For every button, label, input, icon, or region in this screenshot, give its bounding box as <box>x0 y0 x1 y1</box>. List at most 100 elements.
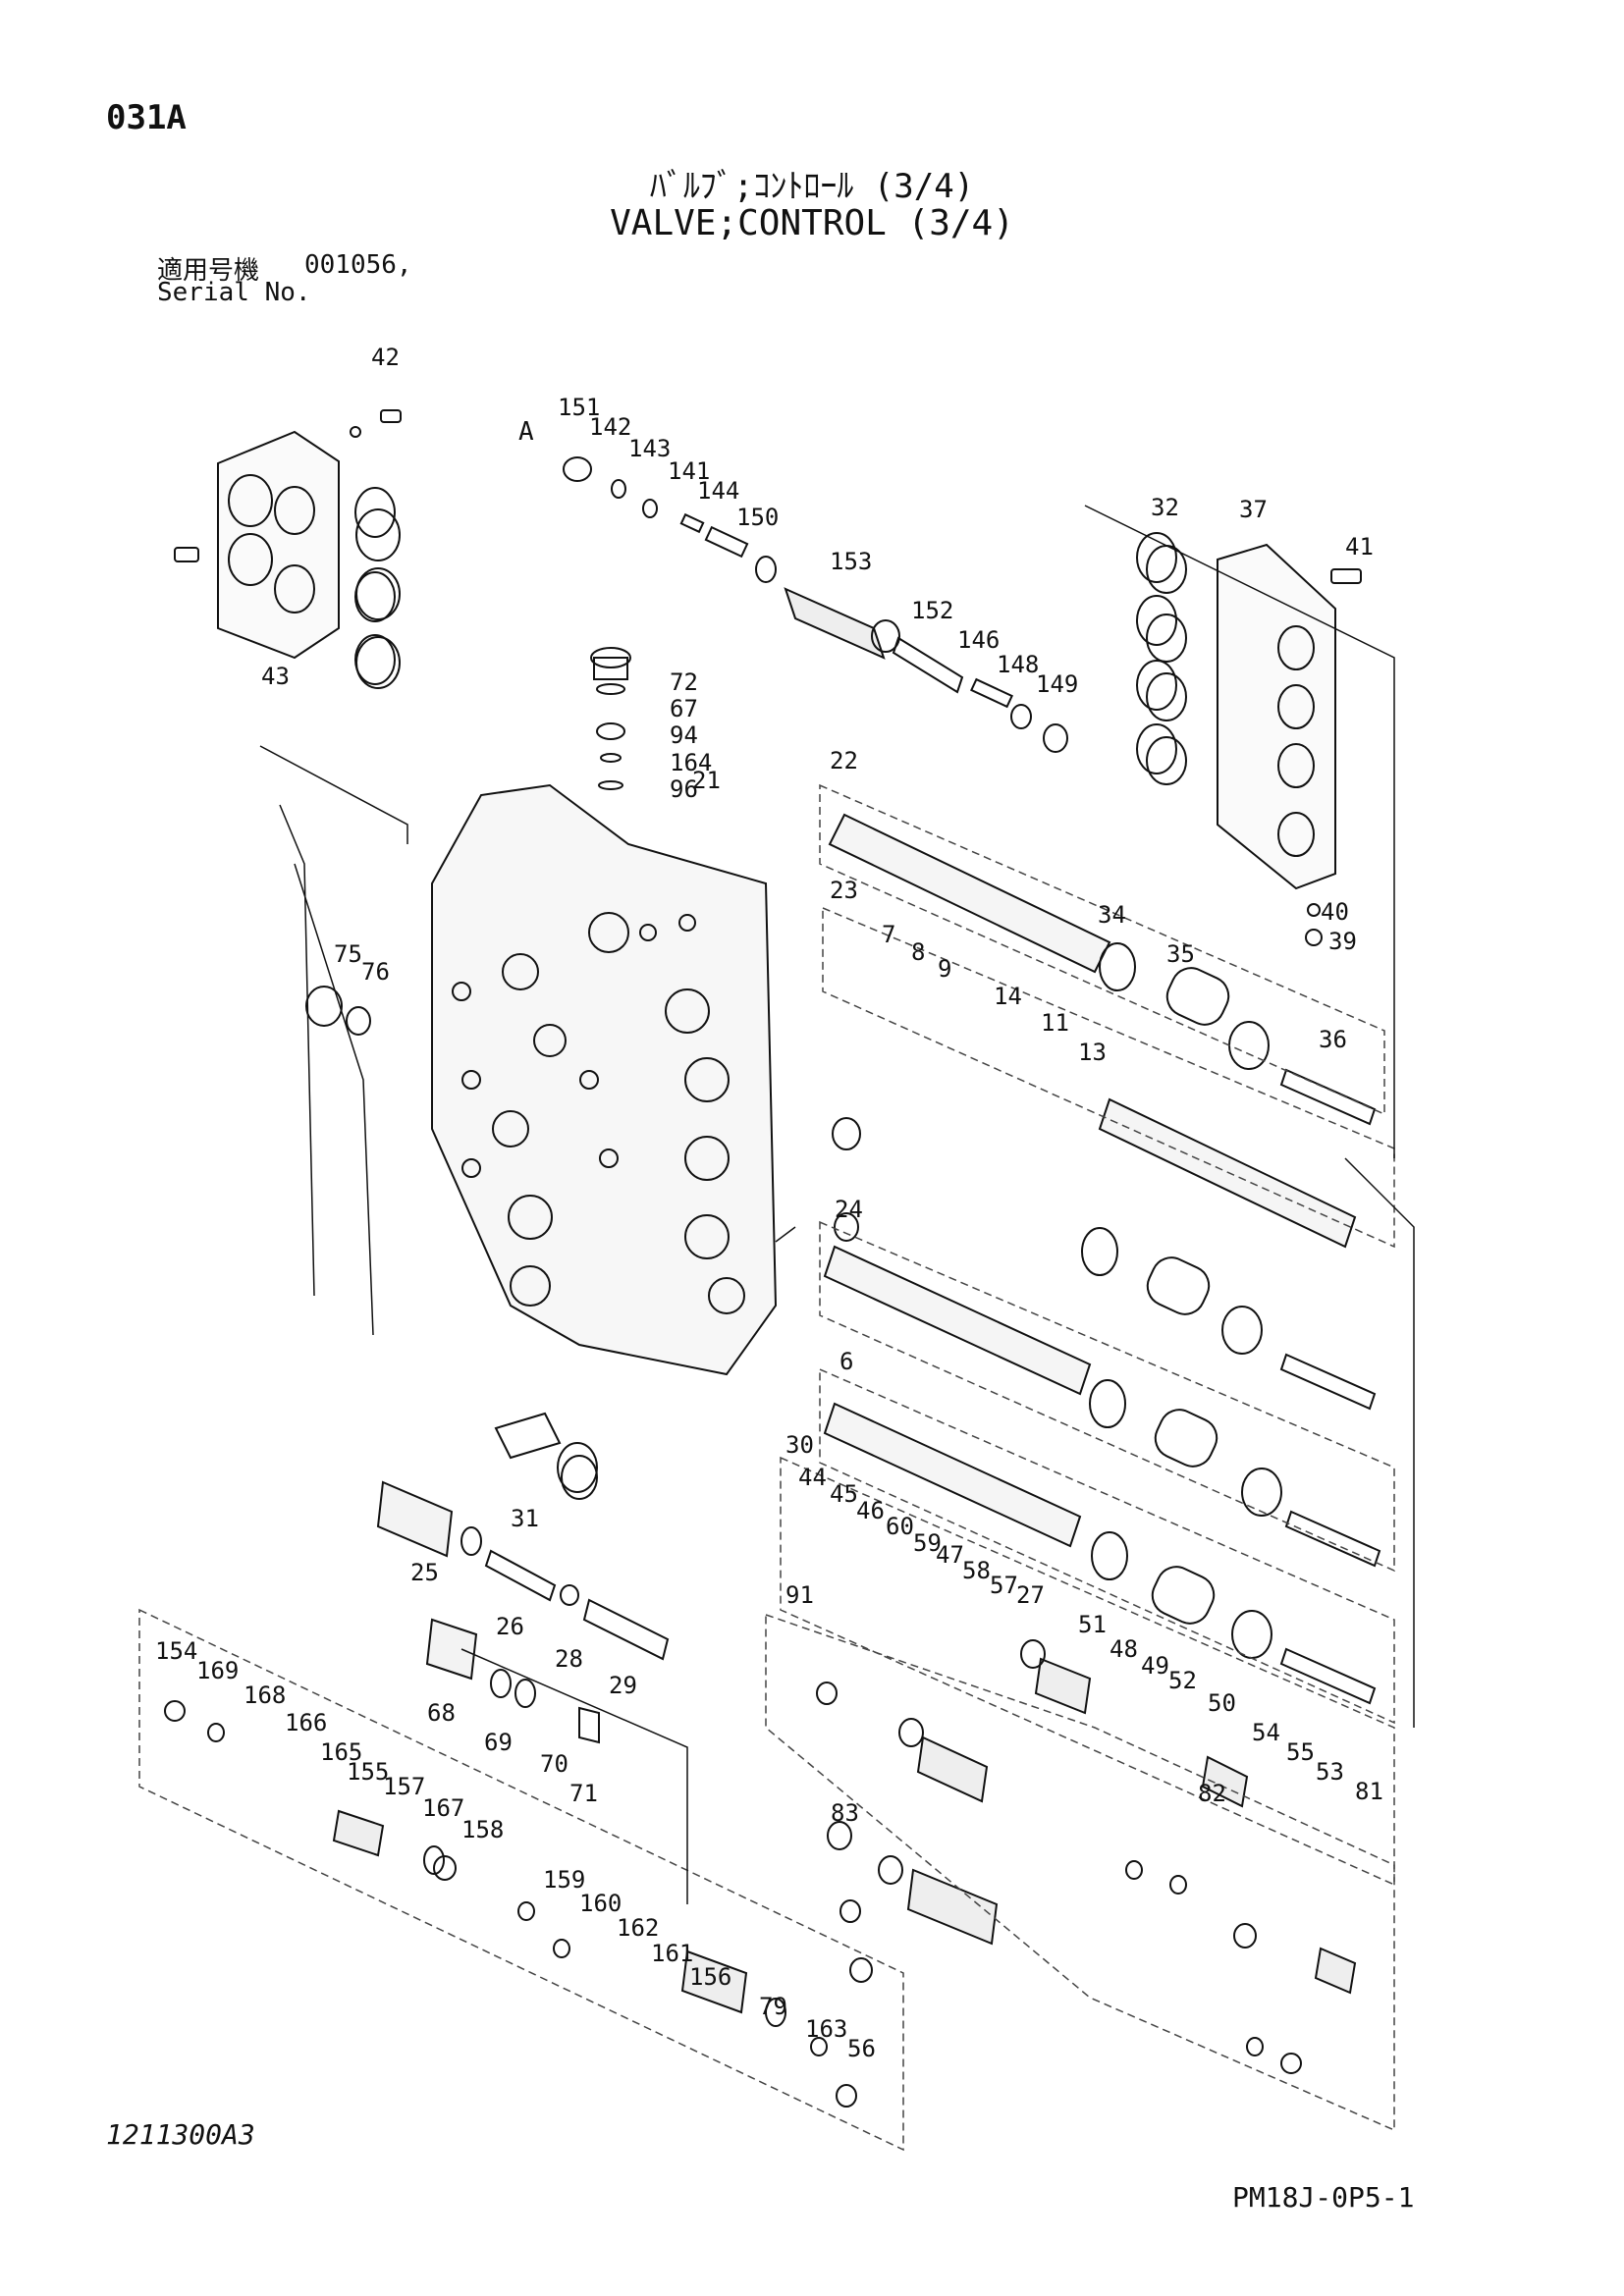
callout-label: 159 <box>543 1866 585 1894</box>
callout-label: 49 <box>1141 1652 1169 1680</box>
callout-label: 52 <box>1168 1667 1197 1694</box>
callout-label: 79 <box>759 1993 787 2020</box>
callout-label: 59 <box>913 1529 942 1557</box>
leader-lines <box>259 505 1415 1904</box>
callout-label: 13 <box>1078 1039 1107 1066</box>
callout-label: 6 <box>839 1348 853 1375</box>
group-outlines <box>138 783 1395 2152</box>
callout-label: 96 <box>670 775 698 803</box>
o-rings <box>354 487 1257 2108</box>
callout-label: 162 <box>617 1914 659 1942</box>
callout-label: 11 <box>1041 1009 1069 1037</box>
callout-label: 94 <box>670 721 698 749</box>
callout-label: 41 <box>1345 533 1374 561</box>
callout-label: 151 <box>558 394 600 421</box>
callout-label: 157 <box>383 1773 425 1800</box>
top-spool-assembly <box>563 456 1068 753</box>
callout-label: 26 <box>496 1613 524 1640</box>
right-cover-plate <box>1146 543 1362 946</box>
callout-label: 43 <box>261 663 290 690</box>
callout-label: 141 <box>668 457 710 485</box>
spool-group <box>823 813 1357 1548</box>
top-plug-stack <box>590 647 631 790</box>
callout-label: 160 <box>579 1890 622 1917</box>
callout-label: 168 <box>244 1682 286 1709</box>
callout-label: 71 <box>569 1780 598 1807</box>
callout-label: 144 <box>697 477 739 505</box>
callout-label: 53 <box>1316 1758 1344 1786</box>
callout-label: 149 <box>1036 670 1078 698</box>
spring-retainer-groups <box>1081 942 1381 1705</box>
callout-label: 152 <box>911 597 953 624</box>
callout-label: 161 <box>651 1940 693 1967</box>
callout-label: 164 <box>670 749 712 776</box>
callout-label: 82 <box>1198 1780 1226 1807</box>
callout-label: 30 <box>785 1431 814 1459</box>
callout-label: 54 <box>1252 1719 1280 1746</box>
callout-label: 32 <box>1151 494 1179 521</box>
callout-label: 165 <box>320 1738 362 1766</box>
callout-label: 91 <box>785 1581 814 1609</box>
callout-label: 158 <box>461 1816 504 1843</box>
callout-label: 34 <box>1098 901 1126 929</box>
callout-label: 56 <box>847 2035 876 2062</box>
page-title: VALVE;CONTROL (3/4) <box>610 203 1014 243</box>
callout-label: 42 <box>371 344 400 371</box>
callout-label: 156 <box>689 1963 731 1991</box>
callout-label: 81 <box>1355 1778 1383 1805</box>
lower-parts <box>164 1657 1357 2074</box>
callout-label: 142 <box>589 413 631 441</box>
callout-label: 8 <box>911 938 925 966</box>
callout-label: 31 <box>511 1505 539 1532</box>
callout-label: 14 <box>994 983 1022 1010</box>
serial-label-japanese: 適用号機 <box>157 256 260 286</box>
callout-label: 155 <box>347 1758 389 1786</box>
page-title-japanese: ﾊﾞﾙﾌﾞ;ｺﾝﾄﾛｰﾙ (3/4) <box>649 167 975 206</box>
callout-label: A <box>518 417 534 447</box>
callout-label: 153 <box>830 548 872 575</box>
callout-label: 57 <box>990 1572 1018 1599</box>
callout-label: 69 <box>484 1729 513 1756</box>
callout-label: 46 <box>856 1497 885 1524</box>
callout-label: 167 <box>422 1794 464 1822</box>
callout-label: 44 <box>798 1464 827 1491</box>
callout-label: 55 <box>1286 1738 1315 1766</box>
callout-label: 58 <box>962 1557 991 1584</box>
callout-labels: 21 22 23 24 6 30 91 A 32 37 41 40 39 42 … <box>155 344 1383 2062</box>
callout-label: 154 <box>155 1637 197 1665</box>
serial-number-value: 001056, <box>304 250 412 280</box>
callout-label: 21 <box>692 767 721 794</box>
callout-label: 143 <box>628 435 671 462</box>
page-reference: PM18J-0P5-1 <box>1232 2181 1415 2214</box>
callout-label: 25 <box>410 1559 439 1586</box>
serial-label: Serial No. <box>157 278 311 307</box>
callout-label: 150 <box>736 504 779 531</box>
callout-label: 39 <box>1328 928 1357 955</box>
callout-label: 45 <box>830 1480 858 1508</box>
callout-label: 67 <box>670 695 698 722</box>
callout-label: 35 <box>1166 940 1195 968</box>
callout-label: 37 <box>1239 496 1268 523</box>
left-valve-parts <box>305 986 670 1744</box>
callout-label: 22 <box>830 747 858 774</box>
callout-label: 163 <box>805 2015 847 2043</box>
callout-label: 146 <box>957 626 1000 654</box>
callout-label: 27 <box>1016 1581 1045 1609</box>
callout-label: 72 <box>670 668 698 696</box>
callout-label: 169 <box>196 1657 239 1684</box>
main-valve-body <box>431 783 778 1376</box>
callout-label: 47 <box>936 1541 964 1569</box>
callout-label: 83 <box>831 1799 859 1827</box>
callout-label: 51 <box>1078 1611 1107 1638</box>
callout-label: 23 <box>830 877 858 904</box>
drawing-number: 1211300A3 <box>106 2118 255 2151</box>
callout-label: 50 <box>1208 1689 1236 1717</box>
callout-label: 76 <box>361 958 390 986</box>
callout-label: 48 <box>1110 1635 1138 1663</box>
page-code: 031A <box>106 98 187 137</box>
callout-label: 36 <box>1319 1026 1347 1053</box>
callout-label: 7 <box>882 921 895 948</box>
left-cover-plate <box>174 409 402 689</box>
callout-label: 148 <box>997 651 1039 678</box>
